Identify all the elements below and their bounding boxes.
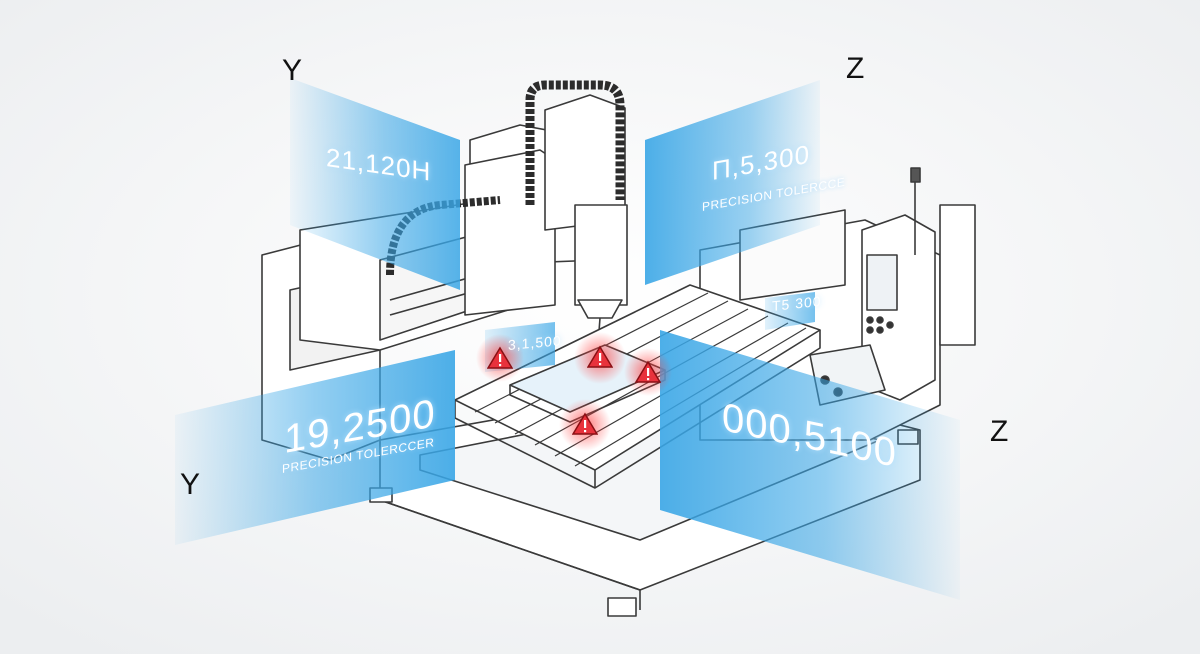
panel-top-right [645,80,820,285]
warning-triangle-icon [487,346,513,369]
panel-bottom-left [175,350,455,545]
measurement-panels [175,78,960,600]
warning-triangle-icon [572,412,598,435]
axis-label-z-bottom: Z [990,415,1009,448]
panel-right-small [765,292,815,330]
axis-label-y-bottom: Y [180,468,201,501]
panel-top-left [290,78,460,290]
panel-bottom-right [660,330,960,600]
axis-label-y-top: Y [282,54,303,87]
axis-label-z-top: Z [846,52,865,85]
warning-triangle-icon [635,360,661,383]
warning-triangle-icon [587,345,613,368]
